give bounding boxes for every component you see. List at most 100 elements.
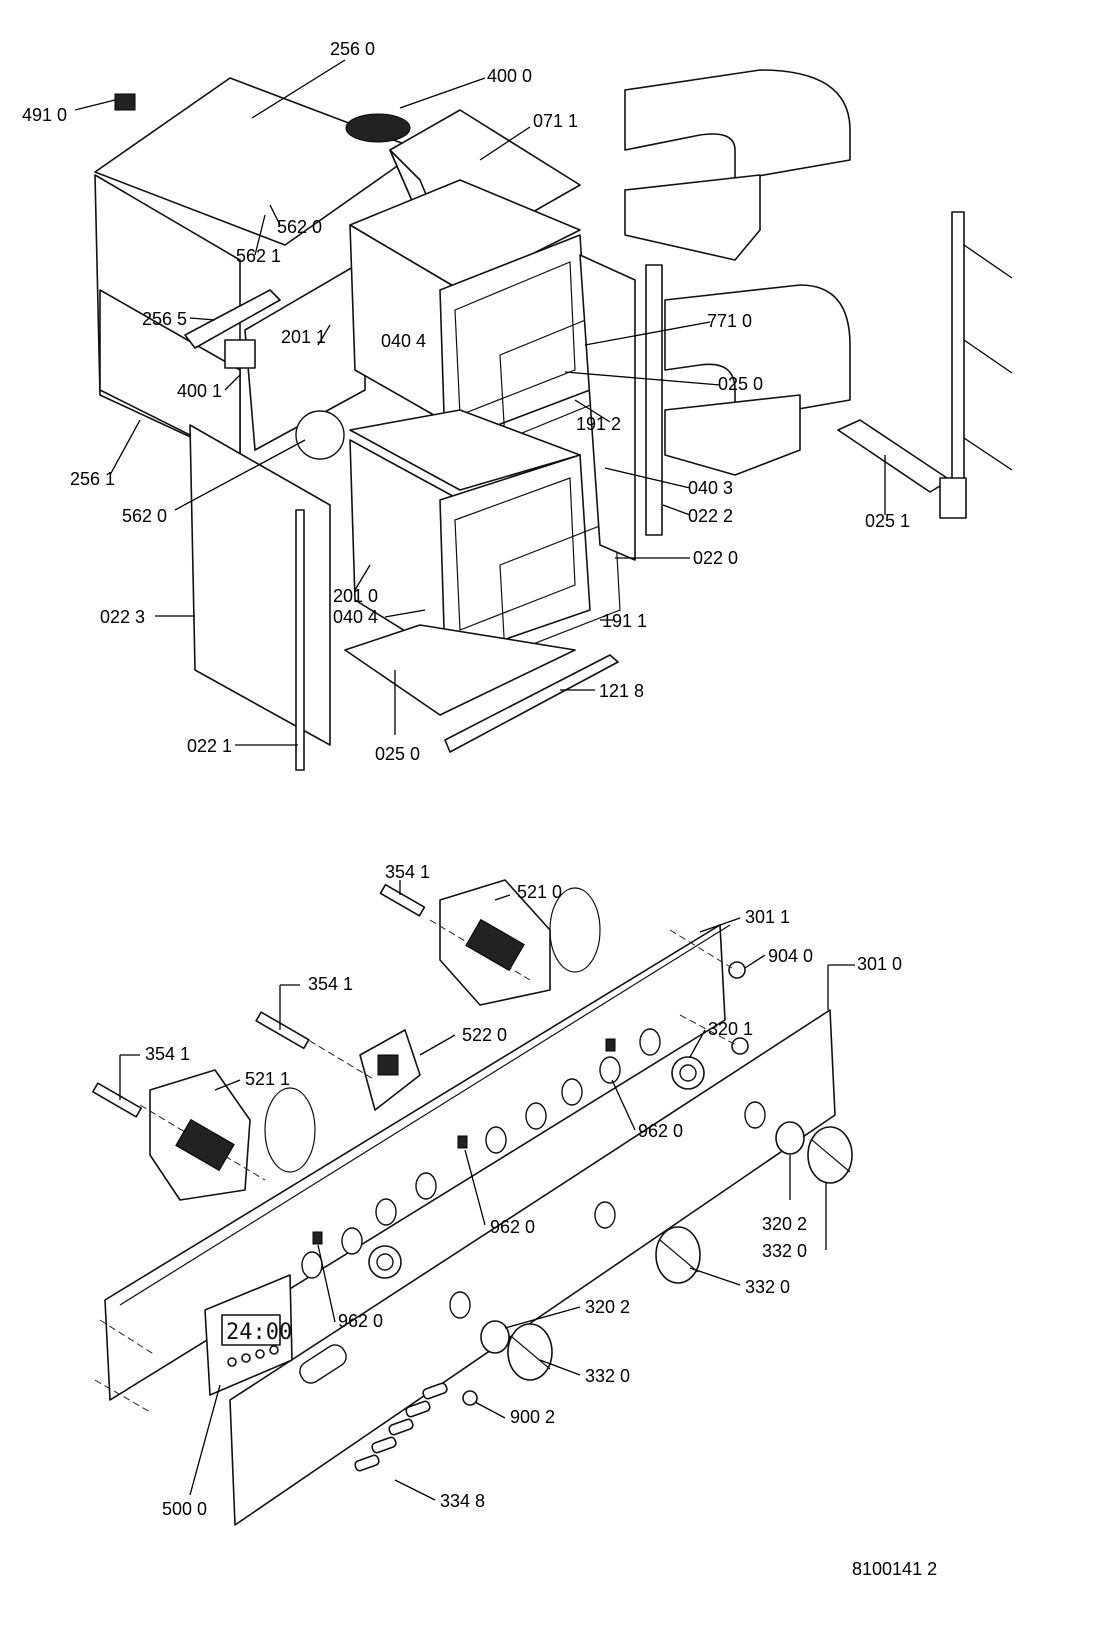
- ring-320-2-a: [775, 1121, 805, 1155]
- packing-block-mid: [624, 174, 761, 261]
- label-491-0: 491 0: [22, 105, 67, 125]
- label-562-0-mid: 562 0: [122, 506, 167, 526]
- lamp-962-0-b: [457, 1135, 468, 1149]
- label-320-2-a: 320 2: [762, 1214, 807, 1234]
- label-522-0: 522 0: [462, 1025, 507, 1045]
- label-025-1: 025 1: [865, 511, 910, 531]
- label-191-2: 191 2: [576, 414, 621, 434]
- label-121-8: 121 8: [599, 681, 644, 701]
- label-022-3: 022 3: [100, 607, 145, 627]
- label-256-1: 256 1: [70, 469, 115, 489]
- label-962-0-b: 962 0: [490, 1217, 535, 1237]
- label-256-0: 256 0: [330, 39, 375, 59]
- label-025-0-bottom: 025 0: [375, 744, 420, 764]
- control-panel-assembly: 24:00: [92, 862, 902, 1526]
- lamp-962-0-a: [605, 1038, 616, 1052]
- back-plate-201-1: [244, 259, 366, 451]
- shaft-354-1-b: [255, 1011, 310, 1050]
- front-fascia-301-0: [229, 1009, 836, 1526]
- label-191-1: 191 1: [602, 611, 647, 631]
- mounting-rail: [951, 211, 965, 491]
- thermostat-522-0: [359, 1029, 421, 1111]
- label-332-0-a: 332 0: [762, 1241, 807, 1261]
- rail-022-2: [645, 264, 663, 536]
- label-354-1-a: 354 1: [385, 862, 430, 882]
- bracket-256-5: [184, 289, 281, 349]
- knob-332-0-a: [807, 1126, 853, 1184]
- selector-switch-521-0: [439, 879, 601, 1006]
- selector-switch-521-1: [149, 1069, 316, 1201]
- panel-edge: [119, 924, 731, 1306]
- label-320-2-b: 320 2: [585, 1297, 630, 1317]
- label-040-4-top: 040 4: [381, 331, 426, 351]
- label-400-0: 400 0: [487, 66, 532, 86]
- mounting-line-3: [963, 437, 1013, 471]
- lamp-962-0-c: [312, 1231, 323, 1245]
- side-panel-022-0: [579, 254, 636, 561]
- lower-cavity-window: [454, 477, 576, 631]
- timer-module-500-0: 24:00: [204, 1274, 293, 1396]
- mounting-line-1: [963, 244, 1013, 279]
- upper-cavity-window: [454, 261, 576, 416]
- knob-332-0-b: [655, 1226, 701, 1284]
- mounting-line-2: [963, 339, 1013, 374]
- panel-part-labels: 354 1 521 0 301 1 904 0 301 0 354 1 320 …: [145, 862, 902, 1519]
- packing-block-lower: [664, 284, 851, 421]
- label-562-0-top: 562 0: [277, 217, 322, 237]
- label-500-0: 500 0: [162, 1499, 207, 1519]
- label-521-0: 521 0: [517, 882, 562, 902]
- fan-motor-400-0: [345, 113, 411, 143]
- timer-buttons: [227, 1345, 279, 1367]
- label-201-0: 201 0: [333, 586, 378, 606]
- label-040-3: 040 3: [688, 478, 733, 498]
- label-256-5: 256 5: [142, 309, 187, 329]
- drawing-number: 8100141 2: [852, 1559, 937, 1579]
- packing-block-upper: [624, 69, 851, 181]
- screw-904-0: [728, 961, 746, 979]
- push-buttons-334-8: [354, 1382, 448, 1472]
- label-400-1: 400 1: [177, 381, 222, 401]
- label-904-0: 904 0: [768, 946, 813, 966]
- panel-leader-lines: [119, 880, 855, 1501]
- shaft-354-1-c: [92, 1082, 142, 1118]
- timer-screen: [221, 1314, 281, 1346]
- bracket-025-1: [837, 419, 951, 493]
- upper-oven-assembly: 256 0 400 0 491 0 071 1 562 0 562 1 256 …: [22, 39, 1013, 771]
- label-022-2: 022 2: [688, 506, 733, 526]
- label-022-1: 022 1: [187, 736, 232, 756]
- label-354-1-c: 354 1: [145, 1044, 190, 1064]
- packing-block-bottom: [664, 394, 801, 476]
- label-334-8: 334 8: [440, 1491, 485, 1511]
- sensor-491-0: [114, 93, 136, 111]
- label-900-2: 900 2: [510, 1407, 555, 1427]
- shaft-354-1-a: [379, 883, 426, 917]
- fan-opening: [295, 410, 345, 460]
- timer-display-value: 24:00: [226, 1320, 292, 1345]
- screw-904-0-b: [731, 1037, 749, 1055]
- base-tray-025-0: [344, 624, 576, 716]
- label-320-1: 320 1: [708, 1019, 753, 1039]
- rear-control-panel-301-1: [104, 924, 726, 1401]
- side-panel-022-3: [189, 424, 331, 746]
- label-040-4-bottom: 040 4: [333, 607, 378, 627]
- label-301-0: 301 0: [857, 954, 902, 974]
- label-301-1: 301 1: [745, 907, 790, 927]
- upper-leader-lines: [74, 59, 886, 746]
- rail-foot: [939, 477, 967, 519]
- assembly-dash-lines: [94, 919, 739, 1413]
- knob-332-0-c: [507, 1323, 553, 1381]
- label-022-0: 022 0: [693, 548, 738, 568]
- fan-motor-400-1: [224, 339, 256, 369]
- label-562-1: 562 1: [236, 246, 281, 266]
- trim-strip-121-8: [444, 654, 619, 753]
- upper-part-labels: 256 0 400 0 491 0 071 1 562 0 562 1 256 …: [22, 39, 910, 764]
- label-354-1-b: 354 1: [308, 974, 353, 994]
- label-332-0-c: 332 0: [585, 1366, 630, 1386]
- door-seal-191-1: [499, 519, 621, 656]
- label-332-0-b: 332 0: [745, 1277, 790, 1297]
- label-962-0-c: 962 0: [338, 1311, 383, 1331]
- ring-320-2-b: [480, 1320, 510, 1354]
- nut-900-2: [462, 1390, 478, 1406]
- rail-022-1: [295, 509, 305, 771]
